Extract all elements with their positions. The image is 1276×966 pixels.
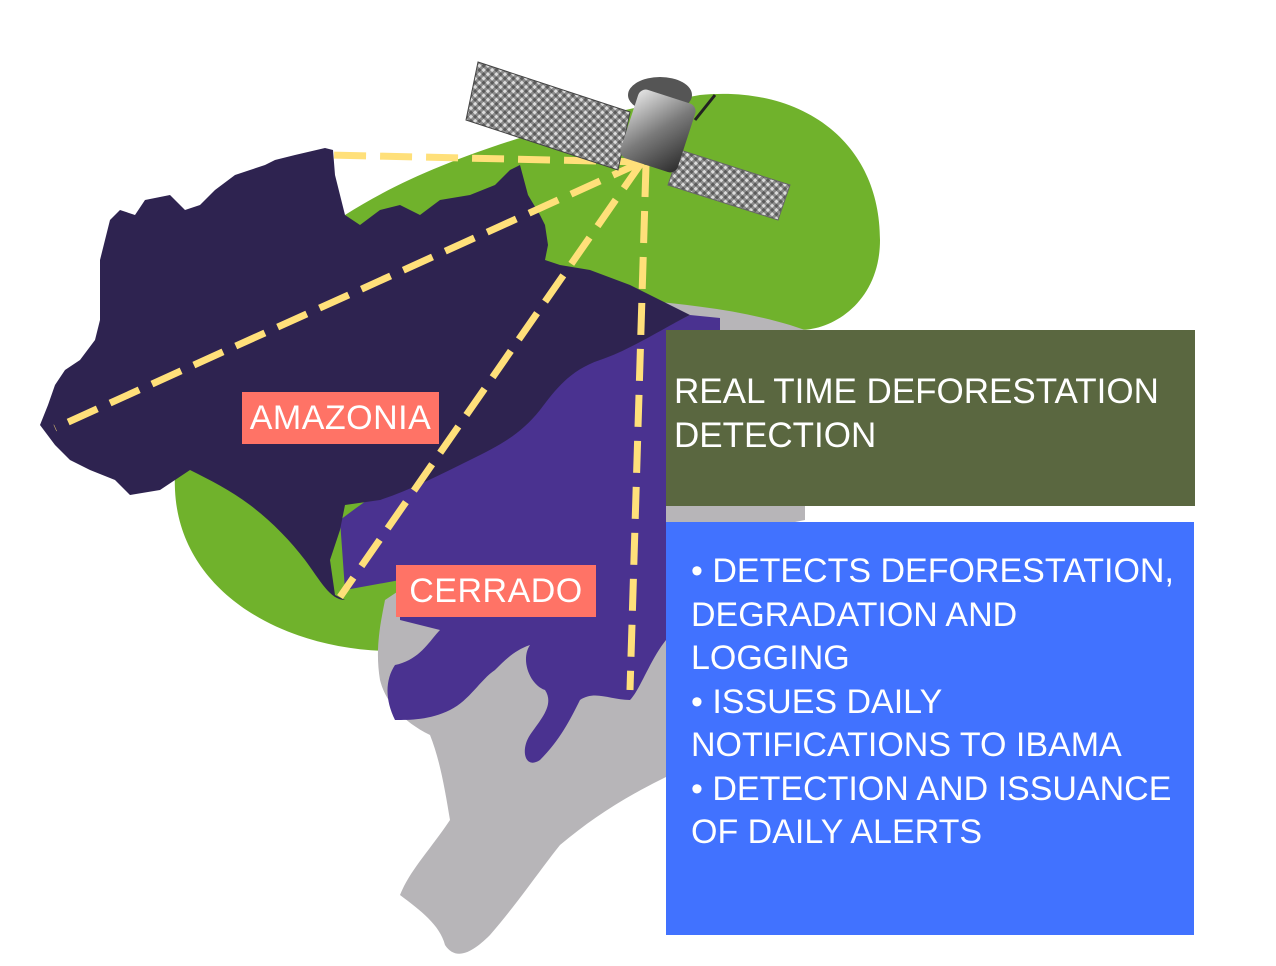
title-box: REAL TIME DEFORESTATION DETECTION <box>666 330 1195 506</box>
satellite-icon <box>465 61 791 221</box>
features-box: • DETECTS DEFORESTATION, DEGRADATION AND… <box>666 522 1194 935</box>
feature-item: • DETECTION AND ISSUANCE OF DAILY ALERTS <box>691 769 1172 852</box>
title-text: REAL TIME DEFORESTATION DETECTION <box>674 372 1159 455</box>
region-cerrado <box>340 315 720 763</box>
feature-item: • DETECTS DEFORESTATION, DEGRADATION AND… <box>691 552 1174 677</box>
cerrado-label: CERRADO <box>396 565 596 617</box>
region-amazonia <box>40 148 690 600</box>
amazonia-label: AMAZONIA <box>242 392 439 444</box>
feature-item: • ISSUES DAILY NOTIFICATIONS TO IBAMA <box>691 682 1122 765</box>
